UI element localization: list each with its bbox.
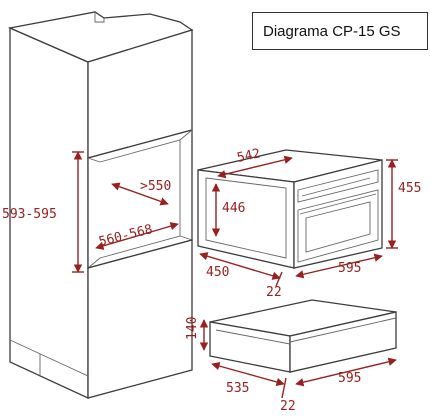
oven-door-window (305, 201, 371, 253)
drawer-depth-arrow (211, 361, 285, 387)
niche-edge-top (87, 157, 101, 163)
oven-door (297, 189, 379, 263)
drawer-depth-label: 535 (226, 381, 249, 396)
oven-control-line (301, 177, 371, 197)
oven-width-front-label: 595 (338, 261, 361, 276)
niche-edge-top-right (179, 129, 193, 141)
cabinet (7, 11, 194, 400)
oven-height-total-label: 455 (398, 181, 421, 196)
drawer-side-line (215, 329, 291, 345)
drawer-height-label: 140 (185, 317, 200, 340)
cabinet-height-label: 593-595 (2, 207, 57, 222)
niche-edge-bottom (87, 257, 101, 269)
drawer-width-arrow (295, 357, 397, 387)
oven-height-inner-label: 446 (222, 201, 245, 216)
oven-handle (299, 193, 377, 215)
oven-front (293, 159, 383, 269)
oven-side-inner (205, 177, 287, 259)
oven-front-panel-label: 22 (266, 285, 282, 300)
diagram-title: Diagrama CP-15 GS (263, 22, 401, 40)
oven-width-top-label: 542 (236, 146, 262, 166)
oven-width-front-arrow (295, 253, 383, 279)
drawer-front-line (289, 317, 397, 343)
oven-control-strip (297, 169, 379, 203)
cabinet-depth-arrow (111, 182, 169, 206)
cabinet-plinth-line (9, 339, 89, 377)
drawer (209, 299, 397, 373)
drawer-front-panel-label: 22 (280, 399, 296, 412)
niche-edge-bottom-right (179, 235, 193, 241)
oven-depth-arrow (199, 252, 281, 280)
oven-left-side (197, 169, 295, 269)
drawer-dimensions: 140 535 595 22 (185, 317, 397, 414)
drawer-front-panel-pointer (281, 377, 287, 399)
diagram-title-box: Diagrama CP-15 GS (252, 12, 428, 50)
oven-depth-label: 450 (206, 265, 229, 280)
drawer-width-label: 595 (338, 371, 361, 386)
cabinet-depth-label: >550 (140, 179, 171, 194)
oven-front-panel-pointer (275, 271, 283, 287)
cabinet-width-arrow (95, 222, 179, 250)
cabinet-lower-block (87, 239, 193, 399)
drawer-front (289, 311, 397, 373)
oven-dimensions: 542 446 455 450 595 22 (199, 146, 421, 300)
oven-width-top-arrow (217, 155, 293, 179)
cabinet-top-notch (94, 12, 105, 23)
